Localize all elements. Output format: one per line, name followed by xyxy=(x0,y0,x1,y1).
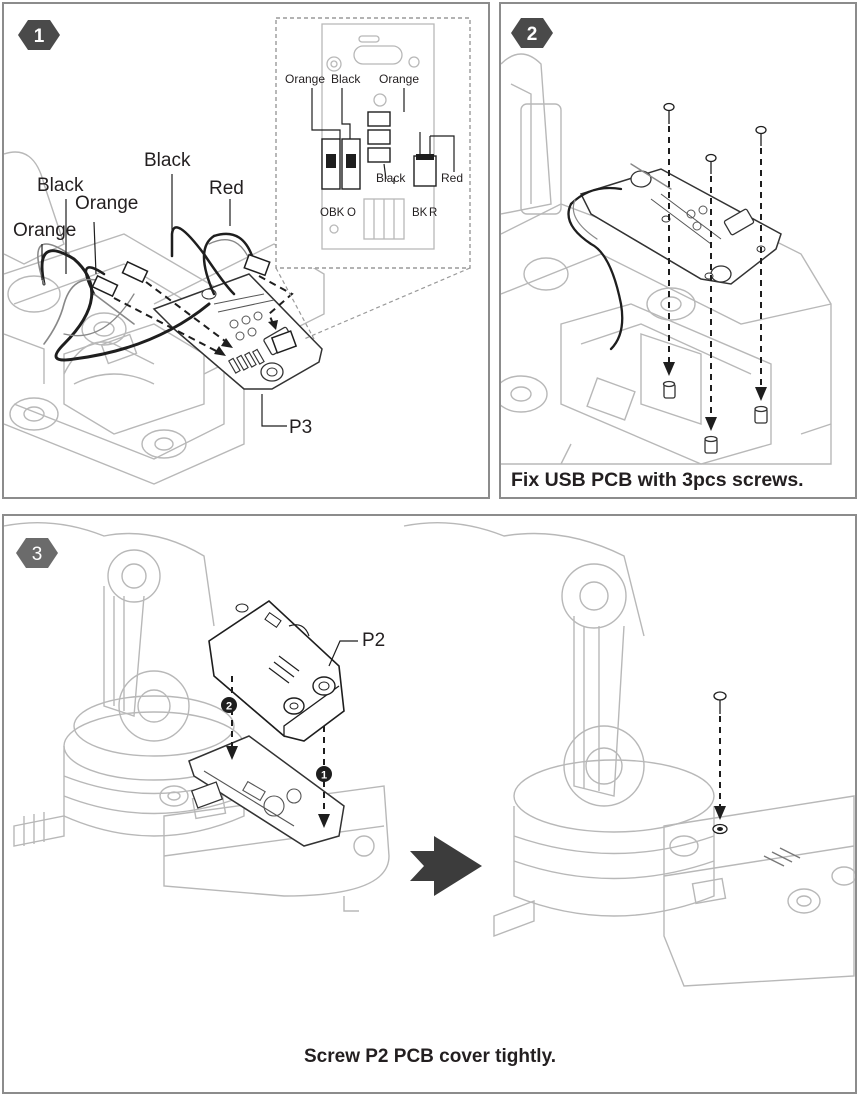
label-black-top: Black xyxy=(144,150,191,171)
step-1-badge: 1 xyxy=(18,20,60,50)
detail-label-black-1: Black xyxy=(331,72,361,86)
usb-pcb xyxy=(152,273,323,390)
label-red: Red xyxy=(209,178,244,199)
step-2-number: 2 xyxy=(527,24,538,45)
order-marker-1: 1 xyxy=(321,770,327,782)
arrow-heads xyxy=(663,362,767,431)
step-3-number: 3 xyxy=(32,544,43,565)
wire-harness xyxy=(567,163,672,351)
step-3-illustration: 1 2 P2 xyxy=(4,521,855,987)
detail-label-orange-2: Orange xyxy=(379,72,419,86)
screws xyxy=(663,102,767,174)
step-3-badge: 3 xyxy=(16,538,58,568)
arrow-heads xyxy=(226,746,330,828)
label-orange-left: Orange xyxy=(13,220,76,241)
step-1-illustration: Orange Black Orange Black Red P3 xyxy=(4,17,471,485)
label-leaders xyxy=(41,174,287,427)
step-2-caption: Fix USB PCB with 3pcs screws. xyxy=(511,469,804,491)
robot-arm-right xyxy=(403,521,855,987)
detail-label-bk: BK xyxy=(412,207,428,219)
label-orange-mid: Orange xyxy=(75,193,138,214)
step-2-badge: 2 xyxy=(511,18,553,48)
p2-pcb-cover xyxy=(208,599,345,742)
detail-label-obk: OBK xyxy=(320,207,345,219)
screw-arrows xyxy=(668,126,762,419)
next-arrow xyxy=(410,836,482,896)
detail-label-o: O xyxy=(347,207,356,219)
label-black-left: Black xyxy=(37,175,84,196)
p2-socket xyxy=(188,735,345,847)
wire-harness xyxy=(37,226,256,362)
step-2-panel: 2 Fix USB PCB with 3pcs screws. xyxy=(499,2,857,499)
detail-label-black-2: Black xyxy=(376,171,406,185)
step-1-panel: Orange Black Orange Black Red P3 xyxy=(2,2,490,499)
step-1-number: 1 xyxy=(34,26,45,47)
connectors xyxy=(91,253,298,354)
detail-label-r: R xyxy=(429,207,437,219)
label-p2: P2 xyxy=(362,630,385,651)
step-3-panel: 1 2 P2 xyxy=(2,514,857,1094)
installed-screw xyxy=(712,691,728,835)
step-3-caption: Screw P2 PCB cover tightly. xyxy=(304,1046,557,1067)
detail-label-orange-1: Orange xyxy=(285,72,325,86)
insert-arrows xyxy=(113,275,294,355)
detail-label-red: Red xyxy=(441,171,463,185)
order-marker-2: 2 xyxy=(226,701,232,713)
p2-leader xyxy=(328,640,358,667)
standoffs xyxy=(662,380,768,454)
detail-inset: Orange Black Orange Black Red OBK O BK R xyxy=(275,17,471,340)
order-markers: 1 2 xyxy=(221,697,332,782)
arrow-heads xyxy=(214,320,278,356)
step-2-illustration: 2 xyxy=(501,18,832,465)
label-p3: P3 xyxy=(289,417,312,438)
